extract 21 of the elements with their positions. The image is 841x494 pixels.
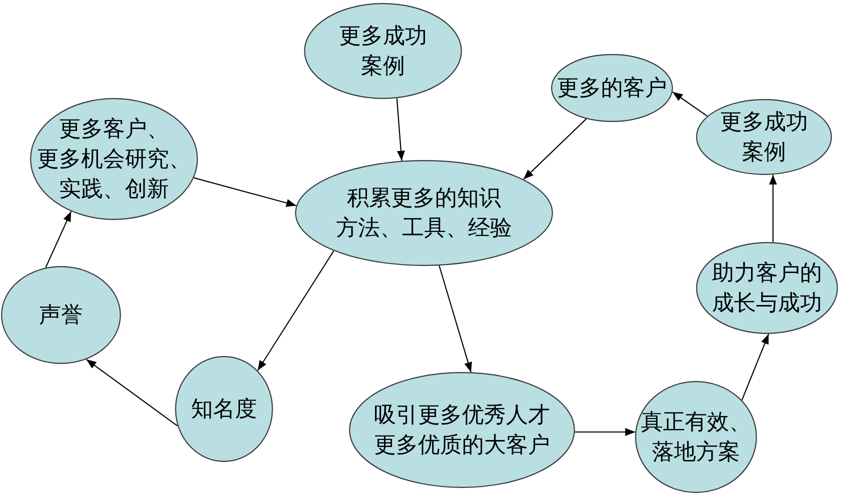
ellipse-node: 助力客户的成长与成功 — [696, 242, 838, 334]
ellipse-node: 真正有效、落地方案 — [635, 381, 757, 493]
ellipse-node: 声誉 — [1, 266, 121, 364]
arrow — [574, 428, 636, 436]
ellipse-node: 积累更多的知识方法、工具、经验 — [295, 160, 553, 266]
ellipse-node: 吸引更多优秀人才更多优质的大客户 — [349, 372, 575, 488]
ellipse-node: 更多成功案例 — [696, 99, 832, 175]
arrow — [396, 98, 405, 161]
arrow — [86, 358, 178, 426]
arrow — [194, 177, 296, 207]
ellipse-node: 更多客户、更多机会研究、实践、创新 — [30, 98, 198, 220]
ellipse-node: 更多成功案例 — [304, 3, 462, 99]
arrow — [45, 211, 72, 268]
arrow — [257, 250, 334, 371]
arrow — [438, 265, 472, 372]
arrow — [769, 174, 777, 242]
ellipse-node: 更多的客户 — [551, 54, 673, 122]
arrow — [523, 118, 587, 180]
arrow — [741, 334, 770, 400]
ellipse-node: 知名度 — [175, 356, 273, 462]
arrow — [672, 92, 708, 117]
